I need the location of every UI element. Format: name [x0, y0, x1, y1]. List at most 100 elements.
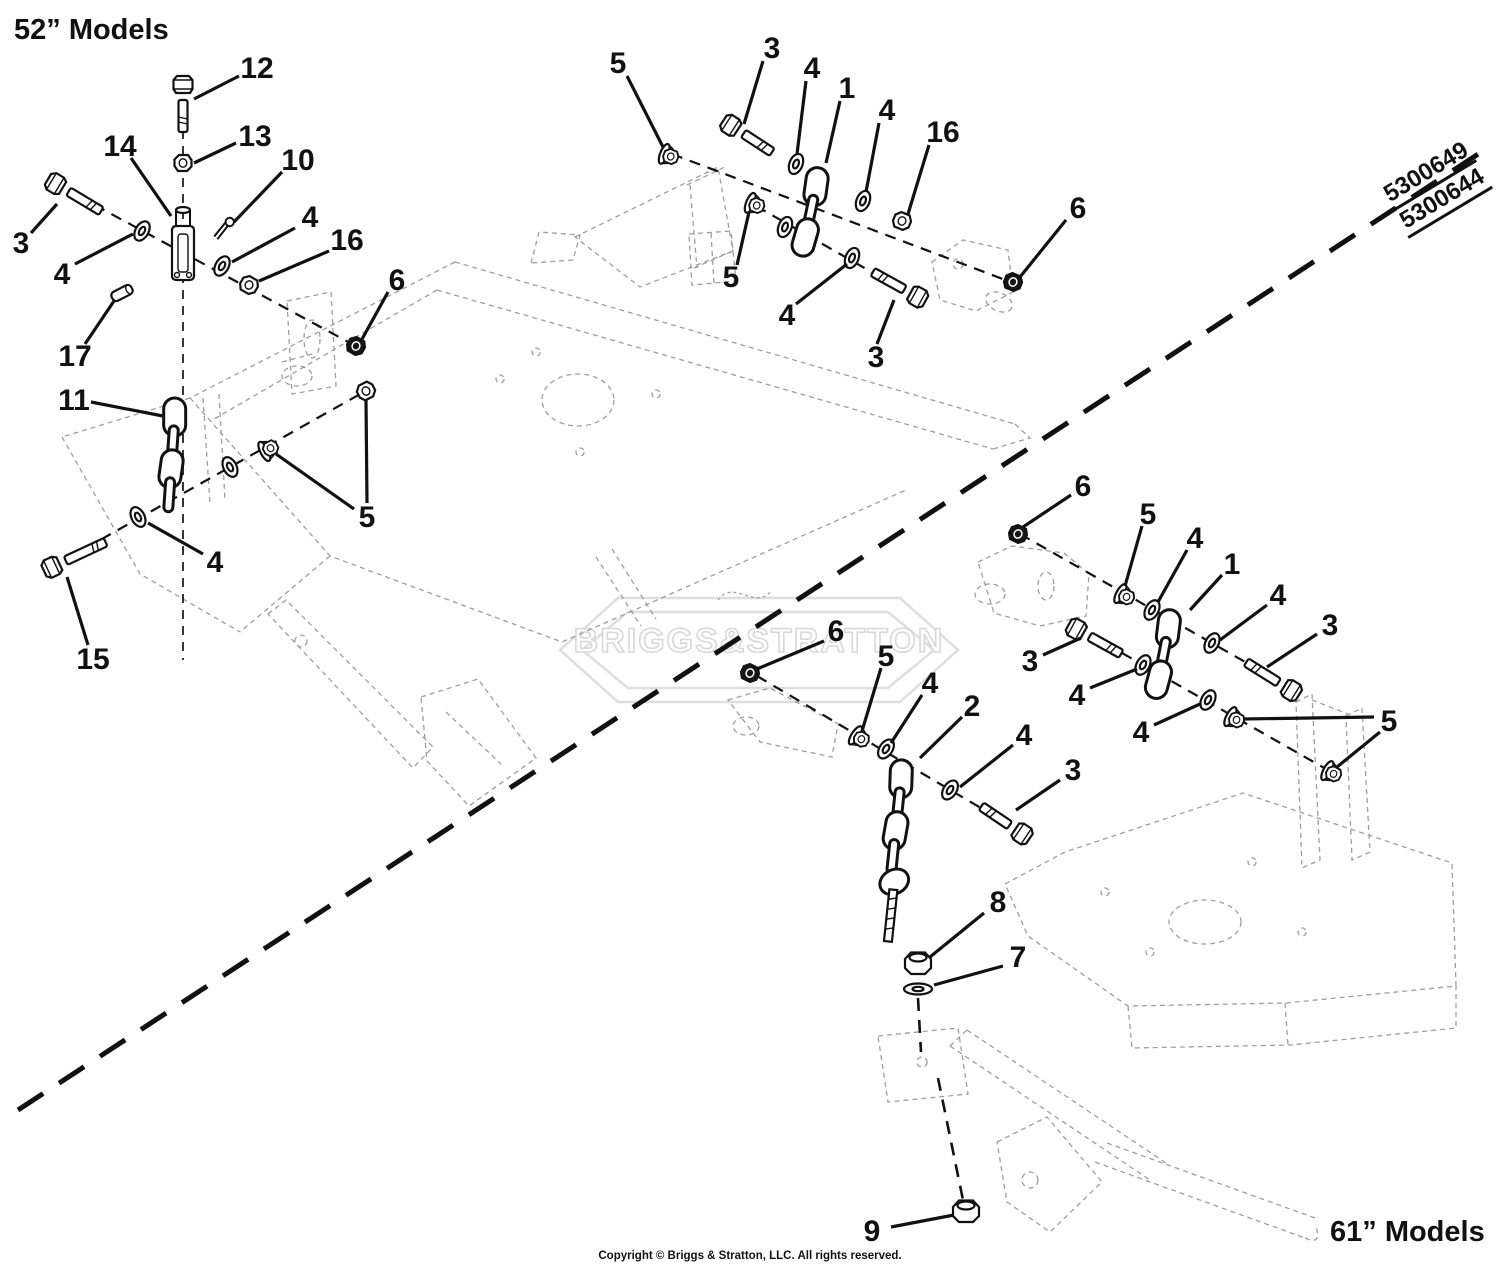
callout-leader-4 [1156, 549, 1189, 603]
nut-part-5 [355, 380, 377, 402]
washer-part-4 [854, 189, 872, 213]
callout-number-6: 6 [1075, 470, 1092, 503]
chain-eyebolt-part-2 [878, 758, 914, 944]
callout-leader-3 [1042, 636, 1082, 657]
callout-leader-5 [1335, 730, 1382, 769]
chain-part-11 [157, 396, 188, 514]
watermark-hexagon-inner [580, 610, 936, 690]
hardware-parts [40, 74, 1343, 1224]
callout-number-2: 2 [964, 690, 981, 723]
callout-number-9: 9 [864, 1215, 881, 1248]
callout-leader-1 [824, 100, 842, 164]
briggs-stratton-watermark: BRIGGS&STRATTON [558, 596, 960, 704]
washer-part-4 [1143, 599, 1161, 621]
callout-number-4: 4 [922, 667, 939, 700]
callout-leader-17 [83, 300, 116, 345]
callout-leader-5 [1123, 525, 1144, 587]
callout-leader-16 [258, 249, 330, 283]
callout-leader-8 [928, 911, 986, 959]
callout-leader-10 [232, 170, 284, 224]
washer-part-4 [843, 246, 861, 270]
callout-leader-4 [889, 694, 924, 744]
callout-number-7: 7 [1010, 941, 1027, 974]
nut-part-8 [903, 951, 933, 976]
callout-leader-4 [1089, 667, 1138, 690]
callout-leader-6 [1018, 218, 1068, 279]
callout-number-4: 4 [54, 258, 71, 291]
callout-number-4: 4 [302, 201, 319, 234]
chain-part-1 [790, 166, 830, 258]
callout-number-3: 3 [13, 227, 30, 260]
callout-number-4: 4 [879, 94, 896, 127]
callout-leader-3 [1266, 632, 1318, 669]
title-52-models: 52” Models [14, 14, 169, 46]
washer-part-4 [133, 220, 151, 242]
callout-number-4: 4 [1069, 679, 1086, 712]
callout-number-3: 3 [764, 32, 781, 65]
callout-number-4: 4 [1187, 522, 1204, 555]
bolt-part-3 [1064, 617, 1124, 659]
washer-part-4 [876, 738, 896, 760]
callout-number-5: 5 [878, 640, 895, 673]
callout-leader-5 [860, 667, 883, 732]
callout-leader-5 [1242, 715, 1375, 721]
deck-art-52 [61, 166, 1032, 807]
title-61-models: 61” Models [1330, 1216, 1485, 1248]
cotter-pin-part-10 [213, 216, 235, 240]
callout-number-3: 3 [1022, 645, 1039, 678]
callout-number-11: 11 [58, 384, 90, 417]
callout-number-4: 4 [804, 52, 821, 85]
callout-number-15: 15 [76, 643, 109, 676]
nut-part-16 [239, 274, 259, 296]
callout-number-10: 10 [281, 144, 314, 177]
nut-part-5 [847, 725, 870, 748]
callout-number-5: 5 [610, 47, 627, 80]
callout-number-12: 12 [240, 52, 273, 85]
callout-number-5: 5 [723, 261, 740, 294]
callout-leader-4 [1153, 702, 1201, 727]
washer-part-4 [213, 255, 231, 277]
callout-number-4: 4 [1133, 716, 1150, 749]
callout-leader-6 [359, 291, 390, 342]
callout-number-5: 5 [1381, 705, 1398, 738]
callout-leader-2 [918, 715, 964, 760]
nut-part-5 [1223, 706, 1246, 729]
callout-leader-3 [742, 60, 765, 125]
callout-number-6: 6 [389, 264, 406, 297]
deck-art-61 [726, 545, 1457, 1241]
callout-number-3: 3 [868, 341, 885, 374]
nut-part-9 [951, 1199, 981, 1224]
callout-number-4: 4 [779, 299, 796, 332]
callout-leader-3 [29, 202, 59, 235]
callout-number-5: 5 [1140, 498, 1157, 531]
callout-number-4: 4 [1016, 719, 1033, 752]
callout-number-6: 6 [1070, 192, 1087, 225]
callout-leader-3 [875, 299, 896, 345]
callout-leader-12 [193, 74, 240, 101]
callout-leader-4 [74, 232, 134, 266]
callout-leader-4 [795, 262, 848, 306]
callout-leader-4 [864, 122, 881, 193]
callout-leader-4 [959, 743, 1014, 789]
callout-number-8: 8 [990, 886, 1007, 919]
nut-part-5 [1320, 760, 1343, 783]
callout-number-17: 17 [58, 340, 91, 373]
callout-number-3: 3 [1065, 754, 1082, 787]
callout-leader-1 [1188, 573, 1224, 612]
bolt-part-3 [870, 267, 930, 309]
bolt-part-3 [1243, 658, 1304, 703]
washer-part-4 [1199, 689, 1217, 711]
bolt-part-3 [43, 171, 104, 216]
callout-leader-16 [906, 144, 931, 215]
callout-leader-4 [1219, 603, 1268, 642]
callout-number-3: 3 [1322, 609, 1339, 642]
bolt-part-15 [40, 537, 108, 579]
callout-leader-6 [756, 639, 825, 671]
callout-leader-7 [933, 964, 1004, 987]
callout-leader-14 [129, 157, 173, 217]
washer-part-4 [221, 456, 239, 478]
nut-part-16 [891, 210, 913, 232]
nut-part-5 [657, 142, 680, 166]
nut-part-6 [739, 662, 761, 684]
